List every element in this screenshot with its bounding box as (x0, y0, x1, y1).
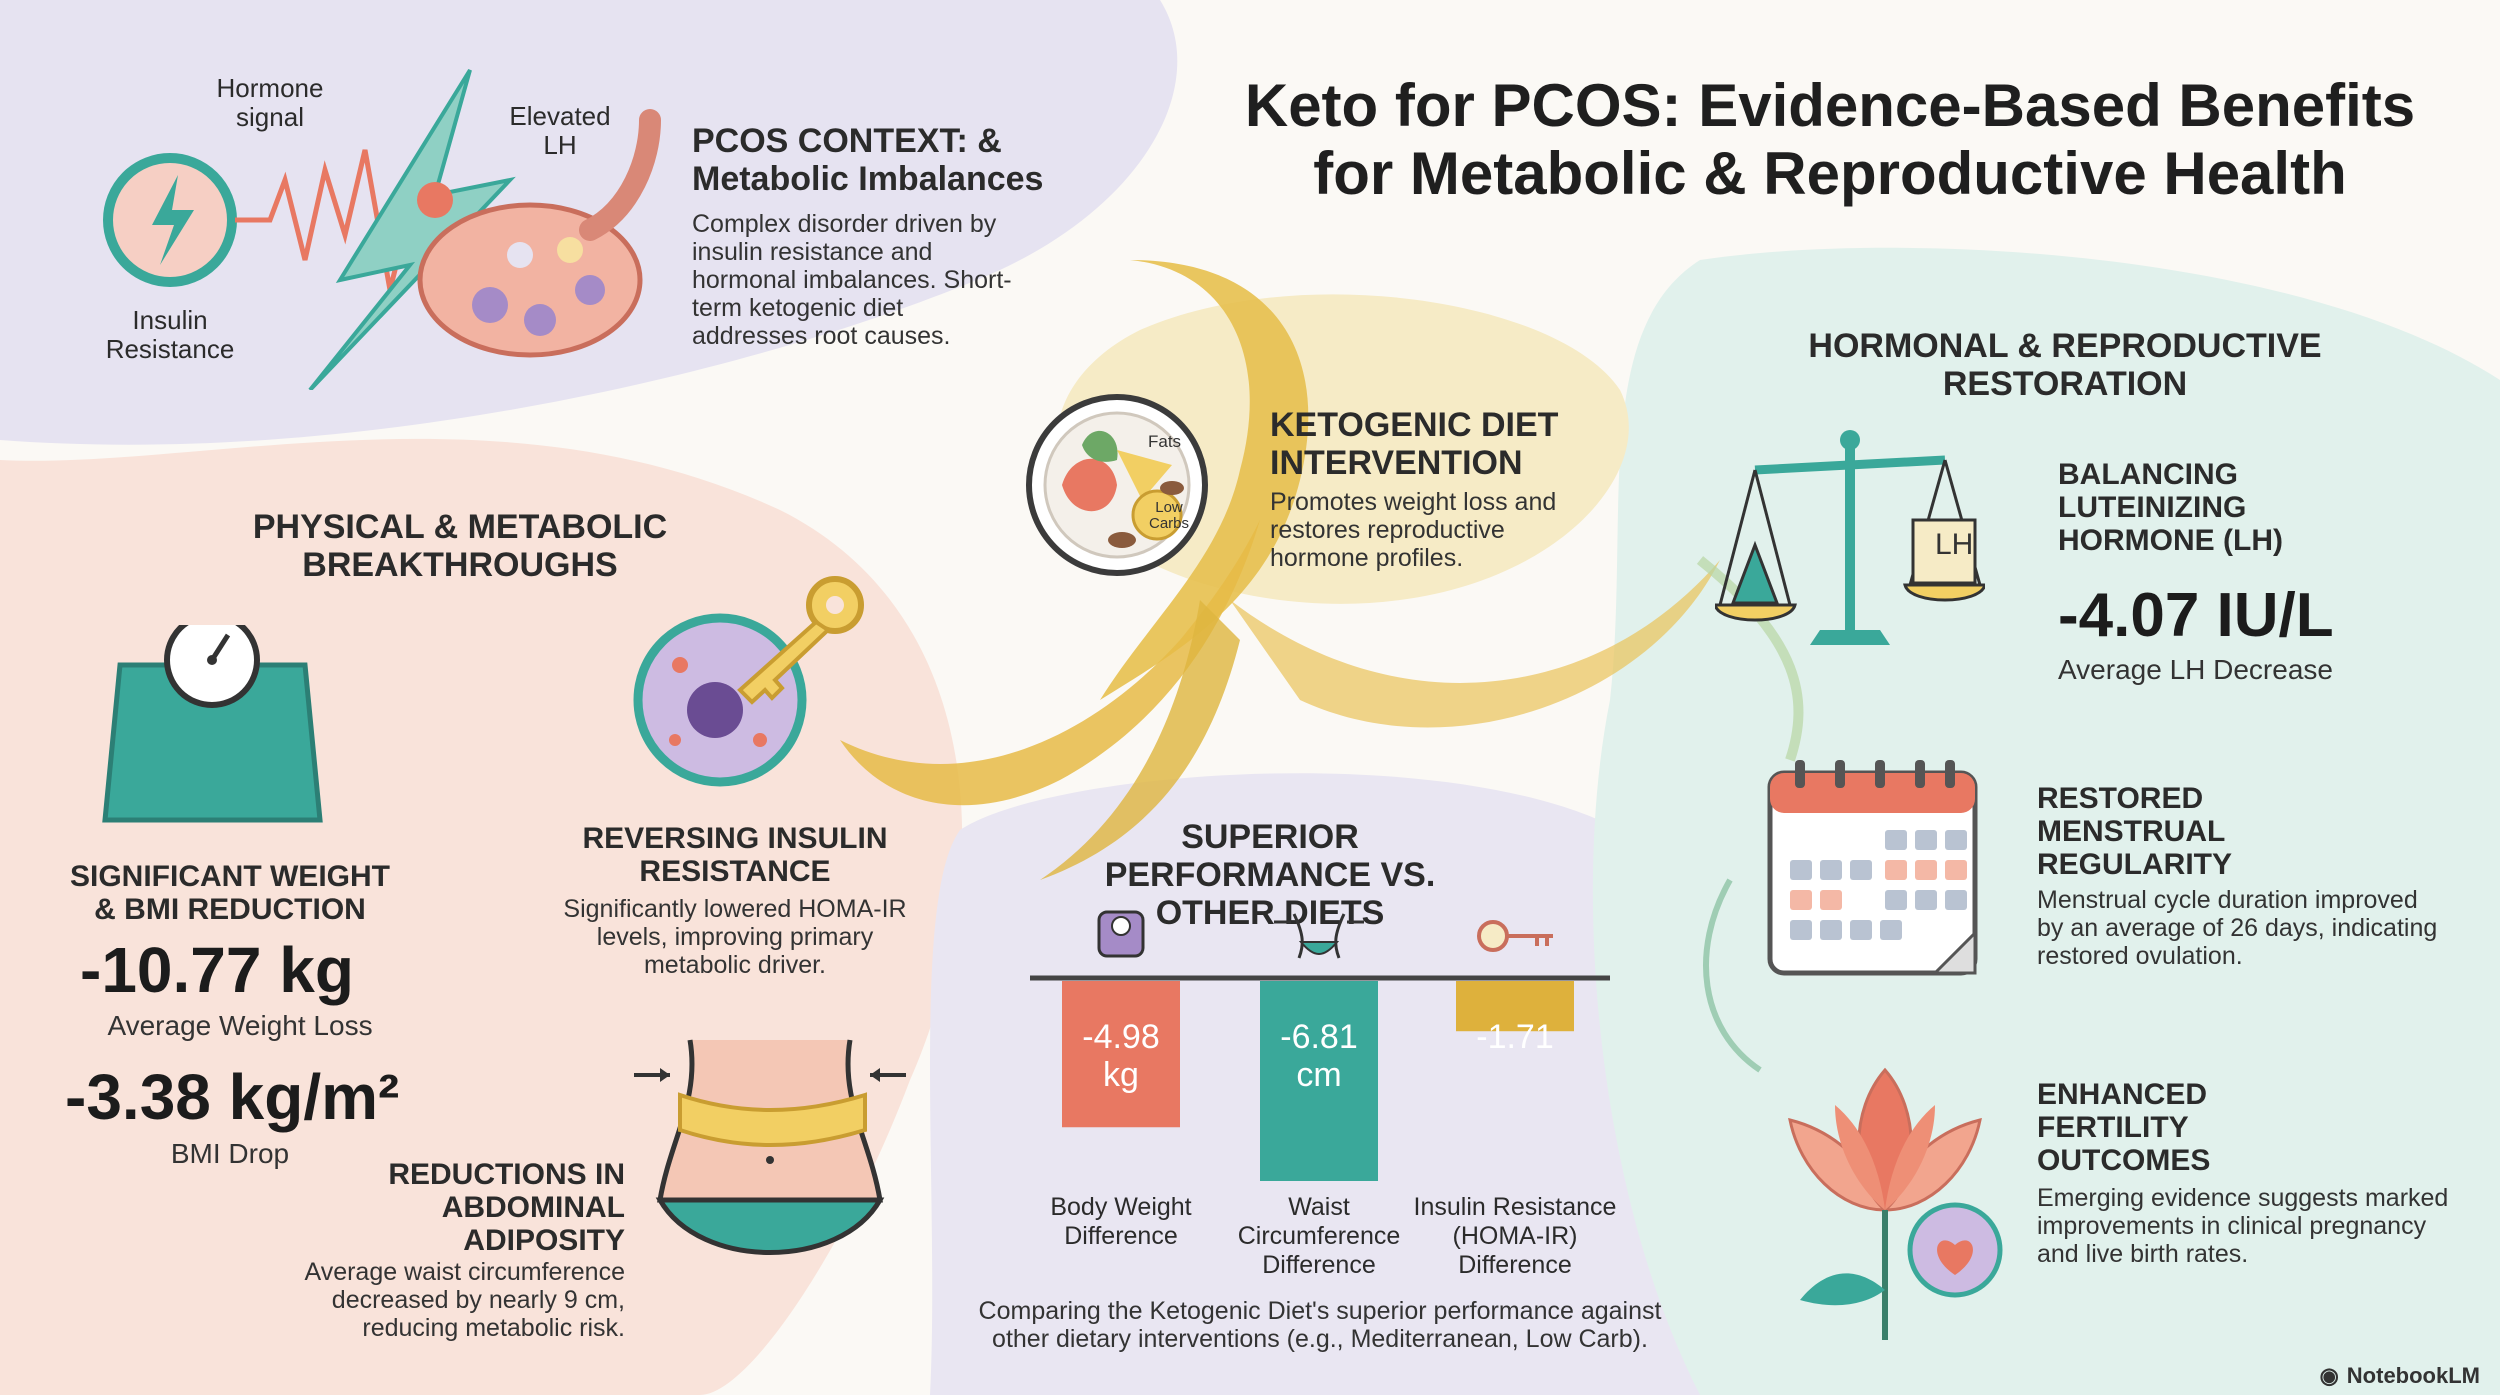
bmi-caption: BMI Drop (170, 1138, 290, 1169)
lotus-fertility-icon (1788, 1067, 2003, 1340)
bar-value-label-1: -6.81 (1280, 1018, 1358, 1056)
bar-2 (1456, 981, 1574, 1032)
superior-footnote: Comparing the Ketogenic Diet's superior … (978, 1297, 1662, 1353)
plate-label-lowcarbs: Low Carbs (1148, 499, 1189, 532)
menstrual-body: Menstrual cycle duration improved by an … (2037, 886, 2438, 970)
hormonal-heading: HORMONAL & REPRODUCTIVE RESTORATION (1808, 327, 2322, 403)
category-label-0: Body Weight (1050, 1193, 1191, 1221)
label-hormone-signal: Hormone signal (216, 73, 324, 132)
label-insulin-resistance: Insulin Resistance (105, 305, 235, 364)
ribbon-right (1230, 560, 1720, 728)
bmi-value: -3.38 kg/m² (65, 1061, 400, 1133)
ovary-icon (417, 202, 643, 358)
fertility-heading: ENHANCED FERTILITY OUTCOMES (2037, 1078, 2211, 1177)
category-label-1: Difference (1262, 1251, 1376, 1279)
ribbon-teal (1696, 556, 1804, 762)
bar-value-label-2: -1.71 (1476, 1018, 1554, 1056)
category-label-1: Circumference (1238, 1222, 1401, 1250)
keto-heading: KETOGENIC DIET INTERVENTION (1270, 406, 1559, 482)
bar-0 (1062, 981, 1180, 1128)
notebooklm-brand: ◉ NotebookLM (2320, 1363, 2480, 1389)
signal-dot (417, 182, 453, 218)
weight-caption: Average Weight Loss (107, 1010, 373, 1041)
scale-lh-label: LH (1935, 528, 1974, 561)
key-icon (1477, 920, 1553, 952)
context-heading: PCOS CONTEXT: & Metabolic Imbalances (692, 122, 1044, 198)
keto-blob (1056, 294, 1629, 604)
scale-icon (1097, 910, 1145, 958)
waist-measure-icon (634, 1039, 906, 1255)
weight-heading: SIGNIFICANT WEIGHT & BMI REDUCTION (70, 860, 390, 926)
context-body: Complex disorder driven by insulin resis… (692, 210, 1012, 350)
label-elevated-lh: Elevated LH (509, 101, 611, 160)
physical-heading: PHYSICAL & METABOLIC BREAKTHROUGHS (252, 508, 668, 584)
bar-value-label-0: -4.98 (1082, 1018, 1160, 1056)
weight-value: -10.77 kg (80, 934, 354, 1006)
fallopian-tube (579, 109, 661, 241)
category-label-1: Waist (1288, 1193, 1350, 1221)
insulin-key-cell-icon (633, 576, 864, 787)
lh-heading: BALANCING LUTEINIZING HORMONE (LH) (2058, 458, 2283, 557)
fertility-body: Emerging evidence suggests marked improv… (2037, 1184, 2449, 1268)
bar-value-label-1: cm (1296, 1056, 1341, 1094)
lh-value: -4.07 IU/L (2058, 581, 2334, 650)
hormonal-blob (1592, 247, 2500, 1395)
abdominal-body: Average waist circumference decreased by… (304, 1258, 625, 1342)
category-label-2: (HOMA-IR) (1453, 1222, 1578, 1250)
calendar-icon (1767, 760, 1978, 976)
category-label-2: Difference (1458, 1251, 1572, 1279)
balance-scale-icon (1715, 430, 1985, 645)
bar-1 (1260, 981, 1378, 1181)
ribbon-left (840, 520, 1260, 806)
insulin-heading: REVERSING INSULIN RESISTANCE (582, 822, 888, 888)
lh-caption: Average LH Decrease (2058, 654, 2333, 685)
brand-label: NotebookLM (2346, 1363, 2480, 1388)
abdominal-heading: REDUCTIONS IN ABDOMINAL ADIPOSITY (388, 1158, 625, 1257)
lightning-small-icon (152, 175, 194, 265)
plate-label-fats: Fats (1148, 432, 1182, 451)
hormone-signal-illustration (103, 68, 661, 390)
superior-heading: SUPERIOR PERFORMANCE VS. OTHER DIETS (1104, 818, 1436, 932)
ribbon-top (1100, 260, 1309, 700)
category-label-0: Difference (1064, 1222, 1178, 1250)
waist-icon (1274, 913, 1364, 959)
weighing-scale-icon (102, 625, 323, 823)
keto-plate-icon (1026, 394, 1208, 576)
notebooklm-logo-icon: ◉ (2319, 1363, 2339, 1388)
page-title: Keto for PCOS: Evidence-Based Benefits f… (1244, 72, 2416, 207)
keto-body: Promotes weight loss and restores reprod… (1270, 488, 1557, 572)
insulin-body: Significantly lowered HOMA-IR levels, im… (563, 895, 907, 979)
ribbon-green-link (1703, 878, 1762, 1073)
ribbon-bottom (1040, 600, 1240, 880)
category-label-2: Insulin Resistance (1414, 1193, 1617, 1221)
bar-value-label-0: kg (1103, 1056, 1139, 1094)
menstrual-heading: RESTORED MENSTRUAL REGULARITY (2037, 782, 2232, 881)
